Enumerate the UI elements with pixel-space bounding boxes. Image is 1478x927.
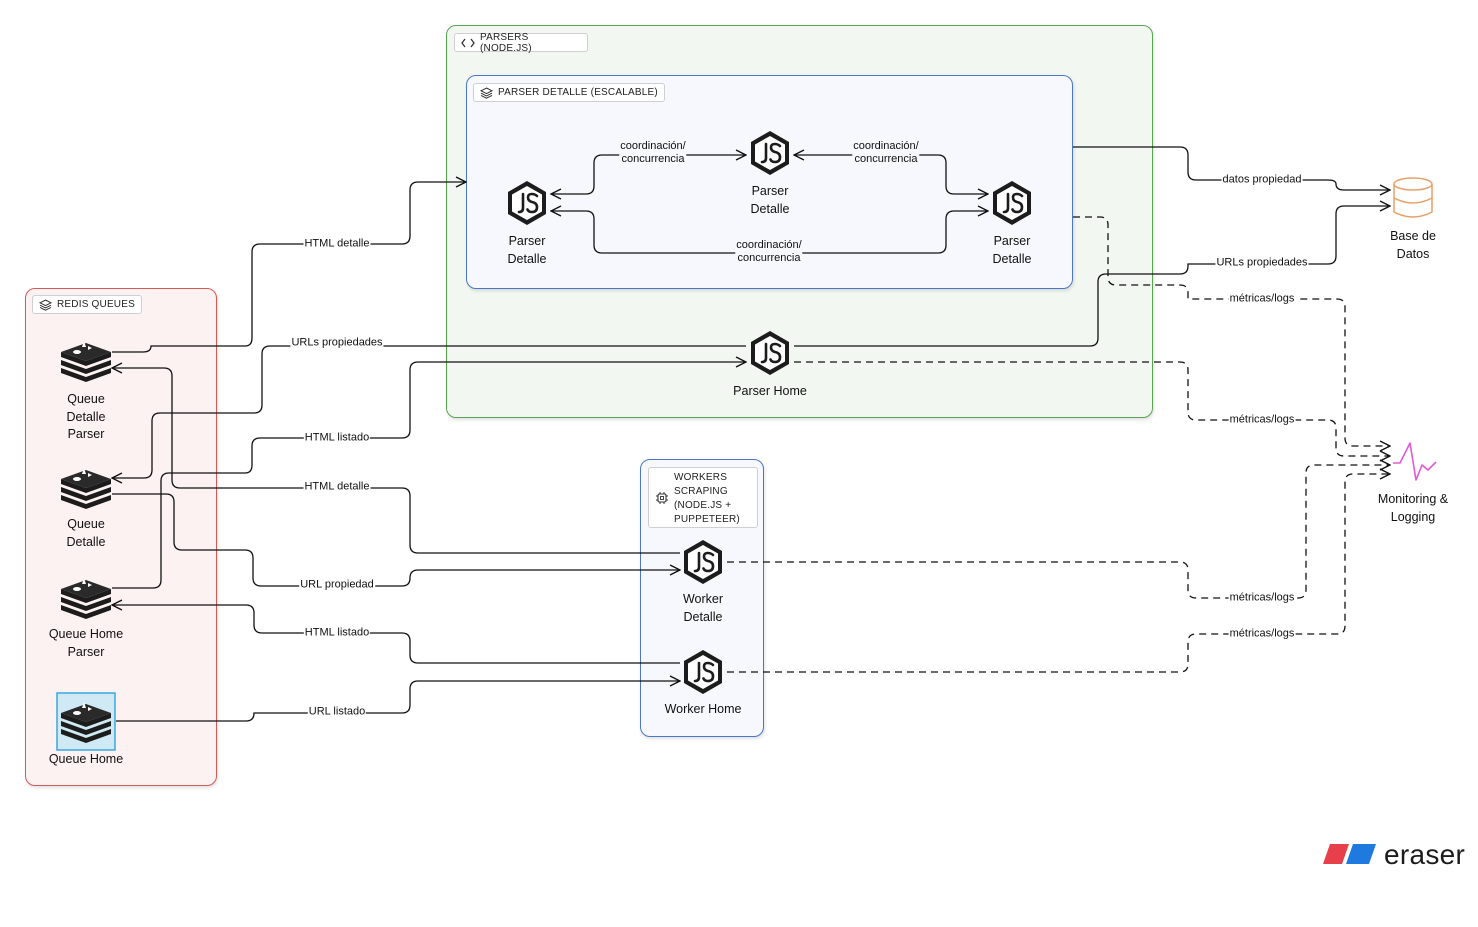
nodejs-icon[interactable]	[991, 179, 1033, 227]
redis-group-title: REDIS QUEUES	[57, 299, 135, 310]
edge-label-metricas-1: métricas/logs	[1228, 292, 1296, 306]
edge-url-propiedad-to-worker-detalle	[112, 493, 680, 587]
layers-icon	[480, 86, 493, 99]
queue-home-parser-label: Queue Home Parser	[48, 627, 124, 659]
edge-html-listado-to-parser-home	[112, 362, 746, 589]
edge-urls-propiedades-to-db	[794, 206, 1390, 347]
edge-coordinacion-2	[794, 155, 988, 194]
edge-metricas-parser-home	[794, 361, 1390, 456]
nodejs-icon[interactable]	[682, 538, 724, 586]
eraser-logo-text: eraser	[1384, 839, 1466, 870]
edge-html-detalle-to-queue-detalle-parser	[112, 368, 680, 554]
redis-icon[interactable]	[61, 341, 111, 382]
parsers-group-label: PARSERS (NODE.JS)	[454, 31, 588, 54]
edge-label-html-detalle-2: HTML detalle	[303, 480, 371, 494]
edge-label-urls-propiedades-2: URLs propiedades	[1215, 256, 1309, 270]
eraser-logo: eraser	[1323, 839, 1465, 871]
pulse-icon[interactable]	[1393, 442, 1437, 481]
queue-detalle-label: Queue Detalle	[66, 517, 106, 549]
nodejs-icon[interactable]	[749, 129, 791, 177]
edge-label-url-propiedad: URL propiedad	[299, 578, 375, 592]
edge-urls-propiedades-to-queue-detalle	[112, 345, 746, 478]
code-icon	[461, 38, 475, 47]
edge-label-coordinacion-3: coordinación/ concurrencia	[735, 239, 803, 265]
edge-label-html-listado-2: HTML listado	[303, 626, 371, 640]
redis-icon[interactable]	[61, 468, 111, 509]
parser-detalle-2-label: Parser Detalle	[750, 184, 790, 216]
cpu-icon	[656, 492, 668, 504]
edge-label-url-listado: URL listado	[307, 705, 367, 719]
edge-url-listado-to-worker-home	[116, 681, 680, 722]
parser-home-label: Parser Home	[733, 384, 807, 398]
edge-metricas-parser-detalle	[1073, 216, 1390, 446]
edge-metricas-worker-detalle	[727, 465, 1390, 599]
base-de-datos-label: Base de Datos	[1390, 229, 1436, 261]
parser-detalle-group-label: PARSER DETALLE (ESCALABLE)	[473, 83, 665, 102]
parsers-group-title: PARSERS (NODE.JS)	[480, 31, 532, 54]
eraser-logo-mark	[1323, 844, 1376, 864]
edge-coordinacion-1	[551, 155, 746, 194]
worker-home-label: Worker Home	[664, 702, 742, 716]
edge-label-datos-propiedad: datos propiedad	[1221, 173, 1303, 187]
workers-group-label: WORKERS SCRAPING (NODE.JS + PUPPETEER)	[648, 467, 758, 528]
edge-html-detalle-to-parser-detalle	[112, 182, 466, 353]
nodejs-icon[interactable]	[506, 179, 548, 227]
edge-label-coordinacion-1: coordinación/ concurrencia	[619, 140, 687, 166]
edge-label-metricas-4: métricas/logs	[1228, 627, 1296, 641]
edge-metricas-worker-home	[727, 474, 1390, 673]
redis-group-label: REDIS QUEUES	[32, 295, 142, 314]
parser-detalle-group-title: PARSER DETALLE (ESCALABLE)	[498, 87, 658, 98]
nodejs-icon[interactable]	[682, 648, 724, 696]
edge-html-listado-to-queue-home-parser	[112, 605, 680, 664]
edge-label-urls-propiedades-1: URLs propiedades	[290, 336, 384, 350]
database-icon[interactable]	[1393, 177, 1433, 218]
edge-label-html-detalle-1: HTML detalle	[303, 237, 371, 251]
worker-detalle-label: Worker Detalle	[682, 592, 724, 624]
queue-home-label: Queue Home	[48, 752, 124, 766]
workers-group-title: WORKERS SCRAPING (NODE.JS + PUPPETEER)	[674, 472, 740, 525]
nodejs-icon[interactable]	[749, 329, 791, 377]
redis-icon[interactable]	[61, 578, 111, 619]
edge-label-metricas-2: métricas/logs	[1228, 413, 1296, 427]
monitoring-label: Monitoring & Logging	[1377, 492, 1449, 524]
queue-detalle-parser-label: Queue Detalle Parser	[66, 392, 106, 441]
edge-label-metricas-3: métricas/logs	[1228, 591, 1296, 605]
edge-datos-propiedad	[1073, 146, 1390, 190]
parser-detalle-3-label: Parser Detalle	[992, 234, 1032, 266]
layers-icon	[39, 298, 52, 311]
edge-label-html-listado-1: HTML listado	[303, 431, 371, 445]
parser-detalle-1-label: Parser Detalle	[507, 234, 547, 266]
edge-label-coordinacion-2: coordinación/ concurrencia	[852, 140, 920, 166]
